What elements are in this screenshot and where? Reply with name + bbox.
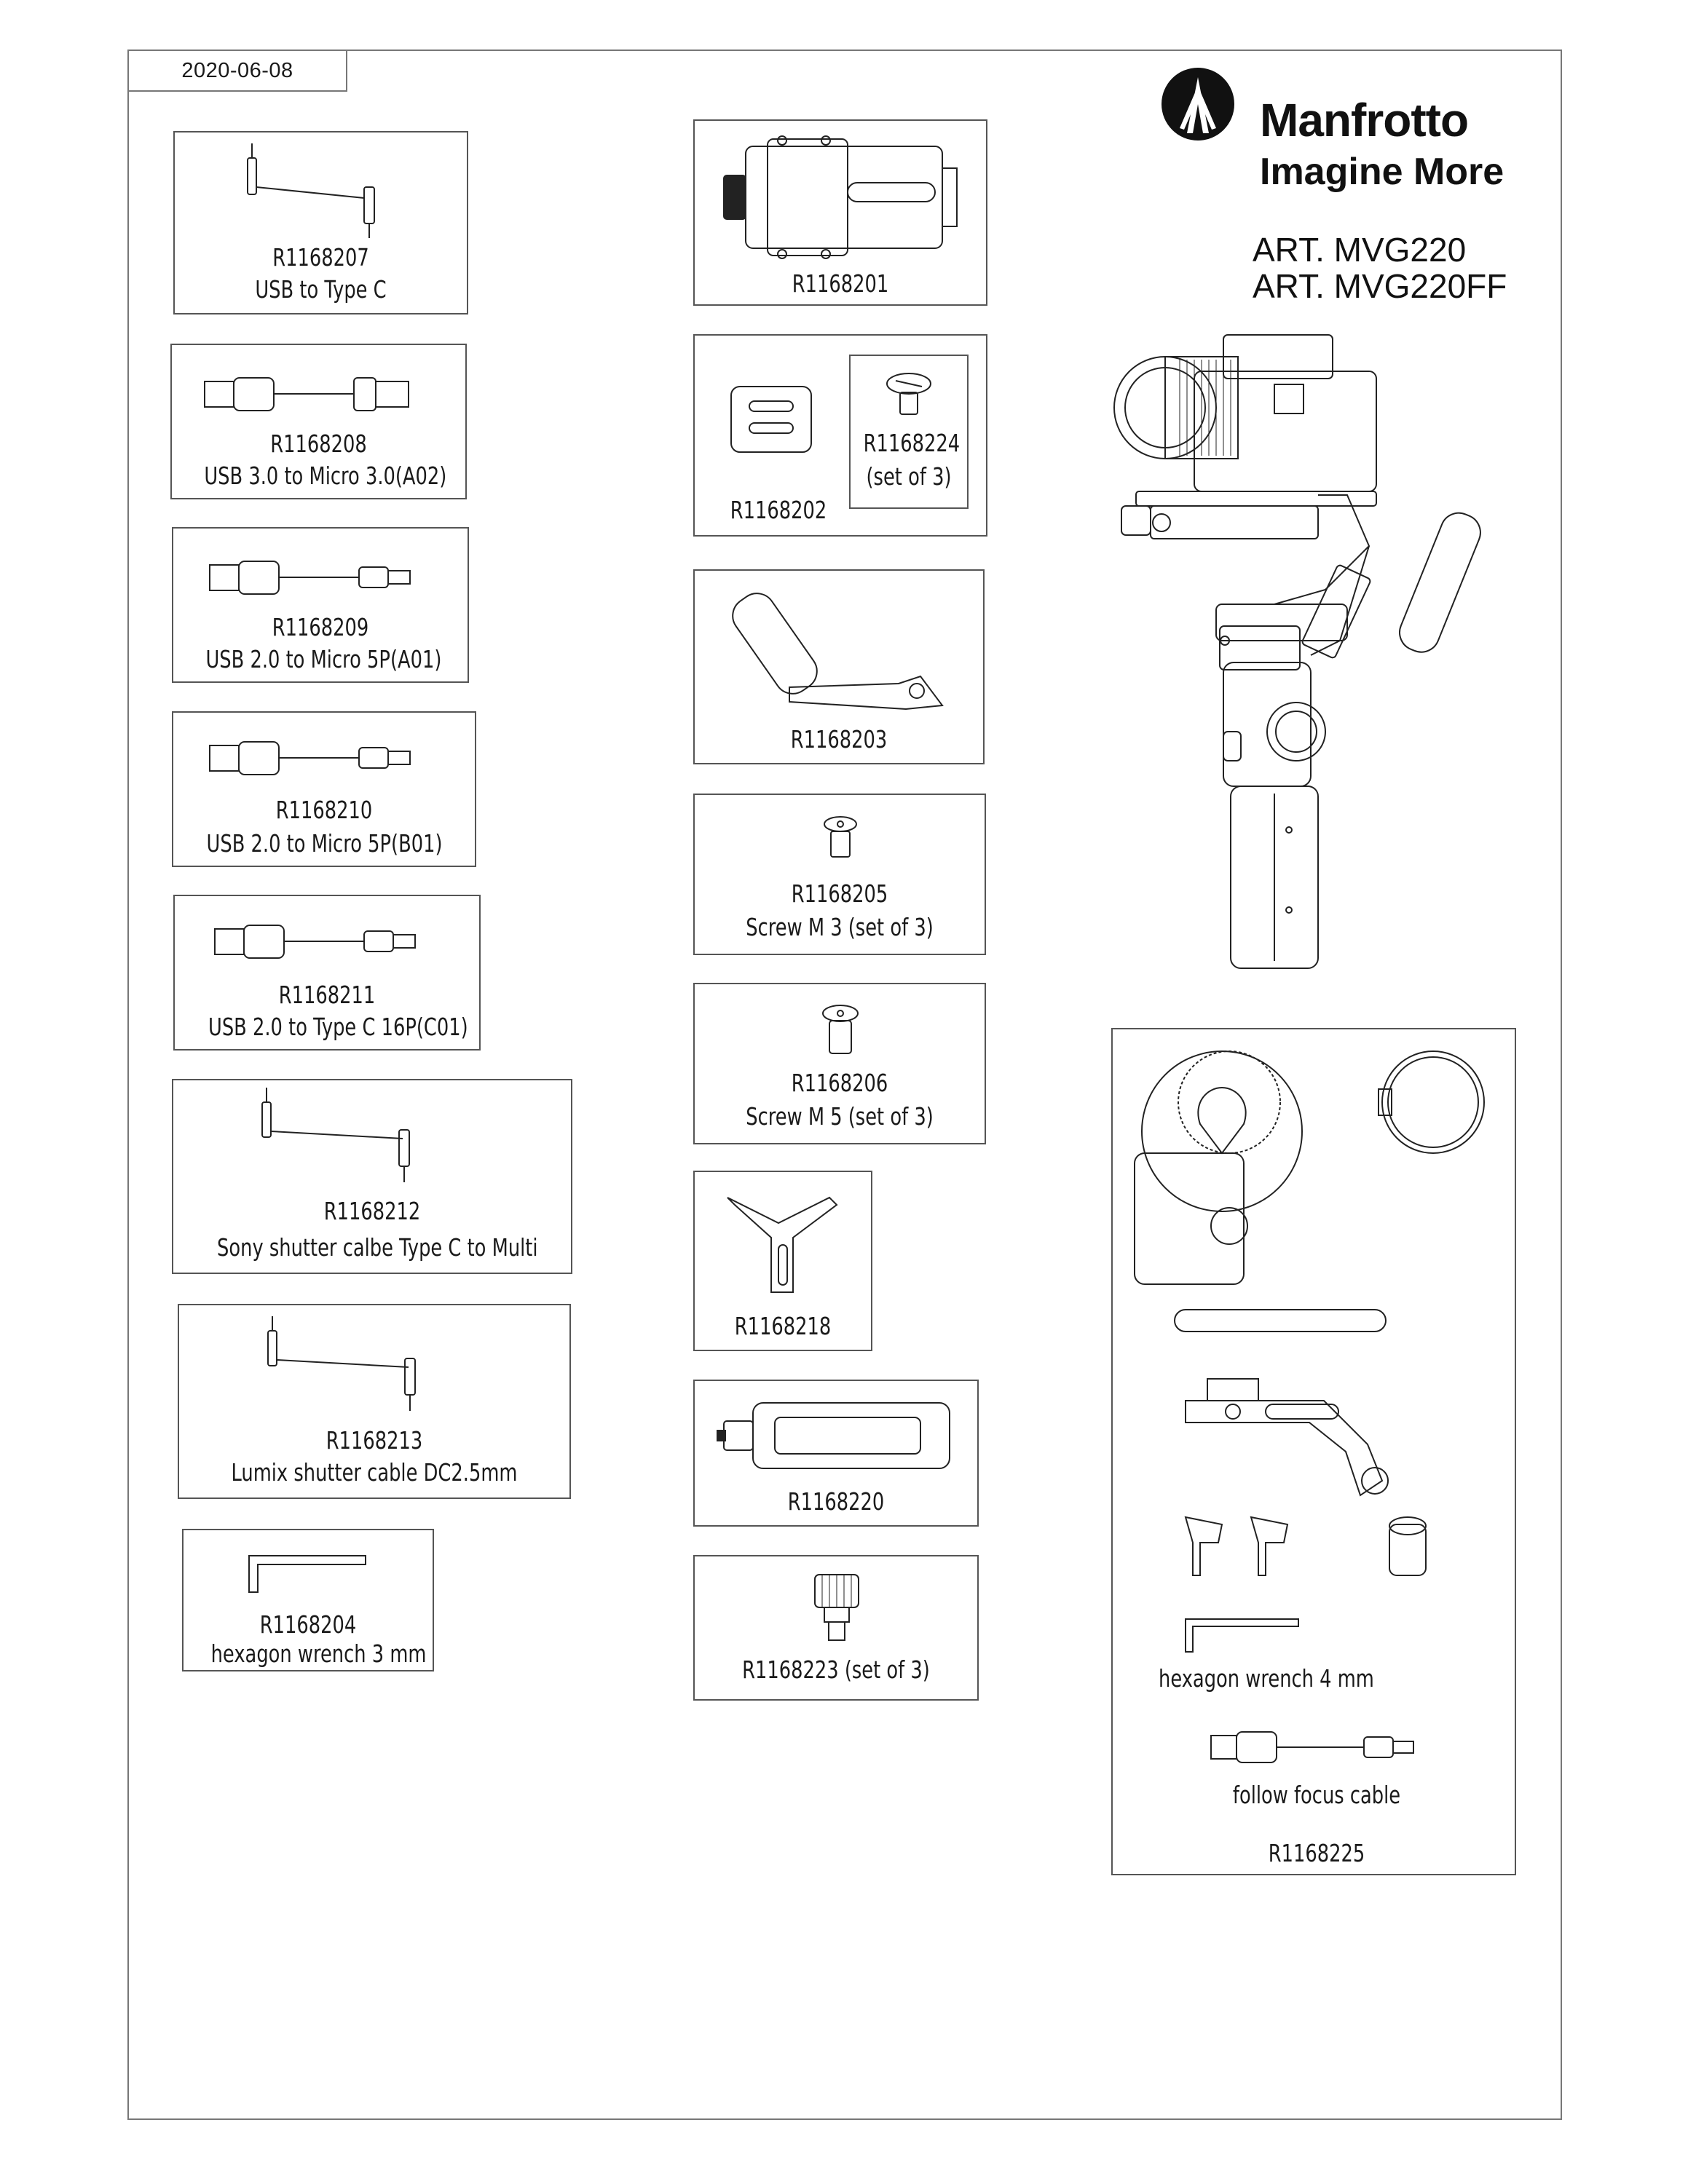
part-card-r1168205: R1168205 Screw M 3 (set of 3) bbox=[693, 794, 986, 955]
part-card-r1168206: R1168206 Screw M 5 (set of 3) bbox=[693, 983, 986, 1144]
part-code: R1168203 bbox=[790, 725, 888, 753]
hex-wrench-4mm-drawing bbox=[1185, 1618, 1299, 1653]
screws-and-knobs-drawing bbox=[1184, 1516, 1427, 1576]
part-card-r1168201: R1168201 bbox=[693, 119, 987, 306]
part-description: Lumix shutter cable DC2.5mm bbox=[231, 1458, 518, 1487]
rod-drawing bbox=[1174, 1309, 1387, 1332]
part-card-r1168220: R1168220 bbox=[693, 1380, 979, 1527]
sony-shutter-cable-drawing bbox=[261, 1088, 410, 1182]
article-number-1: ART. MVG220 bbox=[1253, 231, 1467, 269]
part-card-r1168218: R1168218 bbox=[693, 1171, 872, 1351]
screw-m3-drawing bbox=[824, 816, 857, 858]
brand-header: Manfrotto Imagine More bbox=[1158, 64, 1551, 195]
part-code: R1168223 (set of 3) bbox=[742, 1655, 930, 1684]
part-code: R1168207 bbox=[272, 243, 369, 272]
hex-wrench-3mm-drawing bbox=[248, 1555, 366, 1593]
part-description: USB 3.0 to Micro 3.0(A02) bbox=[204, 462, 447, 490]
part-code: R1168204 bbox=[259, 1610, 357, 1639]
lumix-shutter-cable-drawing bbox=[267, 1316, 416, 1411]
part-code: R1168211 bbox=[278, 981, 376, 1009]
part-card-r1168211: R1168211 USB 2.0 to Type C 16P(C01) bbox=[173, 895, 481, 1051]
quick-release-plate-drawing bbox=[723, 135, 958, 259]
part-code: R1168213 bbox=[326, 1426, 423, 1455]
part-description: Sony shutter calbe Type C to Multi bbox=[217, 1233, 538, 1262]
part-code: R1168218 bbox=[734, 1312, 832, 1340]
manfrotto-logo-icon bbox=[1162, 68, 1234, 141]
usb2-type-c-cable-drawing bbox=[214, 925, 416, 959]
usb2-micro5p-b01-cable-drawing bbox=[209, 741, 411, 775]
part-card-r1168203: R1168203 bbox=[693, 569, 985, 764]
part-card-r1168208: R1168208 USB 3.0 to Micro 3.0(A02) bbox=[170, 344, 467, 499]
part-description: USB 2.0 to Type C 16P(C01) bbox=[208, 1013, 468, 1041]
part-description: hexagon wrench 3 mm bbox=[210, 1639, 427, 1668]
handle-bar-drawing bbox=[717, 1402, 950, 1469]
part-code: R1168208 bbox=[270, 430, 367, 458]
part-code: R1168212 bbox=[323, 1197, 421, 1225]
extension-arm-drawing bbox=[732, 593, 944, 711]
knob-screw-drawing bbox=[814, 1574, 859, 1641]
part-description: (set of 3) bbox=[866, 462, 952, 491]
usb2-micro5p-a01-cable-drawing bbox=[209, 561, 411, 595]
follow-focus-drawing bbox=[1134, 1051, 1485, 1285]
usb-to-type-c-cable-drawing bbox=[247, 143, 375, 238]
part-card-r1168210: R1168210 USB 2.0 to Micro 5P(B01) bbox=[172, 711, 476, 867]
part-description: Screw M 3 (set of 3) bbox=[746, 913, 934, 941]
part-description: USB 2.0 to Micro 5P(B01) bbox=[206, 829, 443, 858]
gimbal-with-camera-drawing bbox=[1113, 334, 1481, 969]
screw-m5-drawing bbox=[822, 1005, 859, 1054]
part-code: R1168220 bbox=[787, 1487, 885, 1516]
date-box: 2020-06-08 bbox=[127, 50, 347, 92]
part-card-r1168224: R1168224 (set of 3) bbox=[849, 355, 969, 509]
usb3-micro3-cable-drawing bbox=[204, 377, 409, 411]
part-card-r1168209: R1168209 USB 2.0 to Micro 5P(A01) bbox=[172, 527, 469, 683]
kit-card-r1168225: hexagon wrench 4 mm follow focus cable R… bbox=[1111, 1028, 1516, 1875]
kit-wrench-label: hexagon wrench 4 mm bbox=[1159, 1664, 1374, 1693]
tripod-legs-drawing bbox=[727, 1196, 838, 1293]
part-card-r1168212: R1168212 Sony shutter calbe Type C to Mu… bbox=[172, 1079, 572, 1274]
part-code: R1168202 bbox=[730, 496, 827, 524]
part-description: USB 2.0 to Micro 5P(A01) bbox=[205, 645, 442, 673]
part-code: R1168209 bbox=[272, 613, 369, 641]
part-code: R1168205 bbox=[791, 879, 888, 908]
screw-set-drawing bbox=[886, 373, 931, 415]
part-code: R1168206 bbox=[791, 1069, 888, 1097]
mounting-plate-drawing bbox=[730, 386, 812, 453]
part-card-r1168213: R1168213 Lumix shutter cable DC2.5mm bbox=[178, 1304, 571, 1499]
brand-slogan: Imagine More bbox=[1260, 151, 1504, 193]
follow-focus-arm-drawing bbox=[1185, 1378, 1389, 1497]
drawing-sheet-border bbox=[127, 50, 1562, 2120]
part-description: Screw M 5 (set of 3) bbox=[746, 1102, 934, 1131]
kit-code: R1168225 bbox=[1268, 1839, 1365, 1867]
part-description: USB to Type C bbox=[255, 275, 387, 304]
kit-cable-label: follow focus cable bbox=[1232, 1781, 1401, 1809]
part-code: R1168224 bbox=[863, 429, 961, 457]
article-number-2: ART. MVG220FF bbox=[1253, 267, 1507, 305]
part-card-r1168223: R1168223 (set of 3) bbox=[693, 1555, 979, 1701]
part-card-r1168204: R1168204 hexagon wrench 3 mm bbox=[182, 1529, 434, 1671]
part-code: R1168201 bbox=[792, 269, 889, 298]
follow-focus-cable-drawing bbox=[1210, 1731, 1414, 1763]
part-code: R1168210 bbox=[275, 796, 373, 824]
brand-name: Manfrotto bbox=[1260, 94, 1469, 146]
part-card-r1168207: R1168207 USB to Type C bbox=[173, 131, 468, 314]
